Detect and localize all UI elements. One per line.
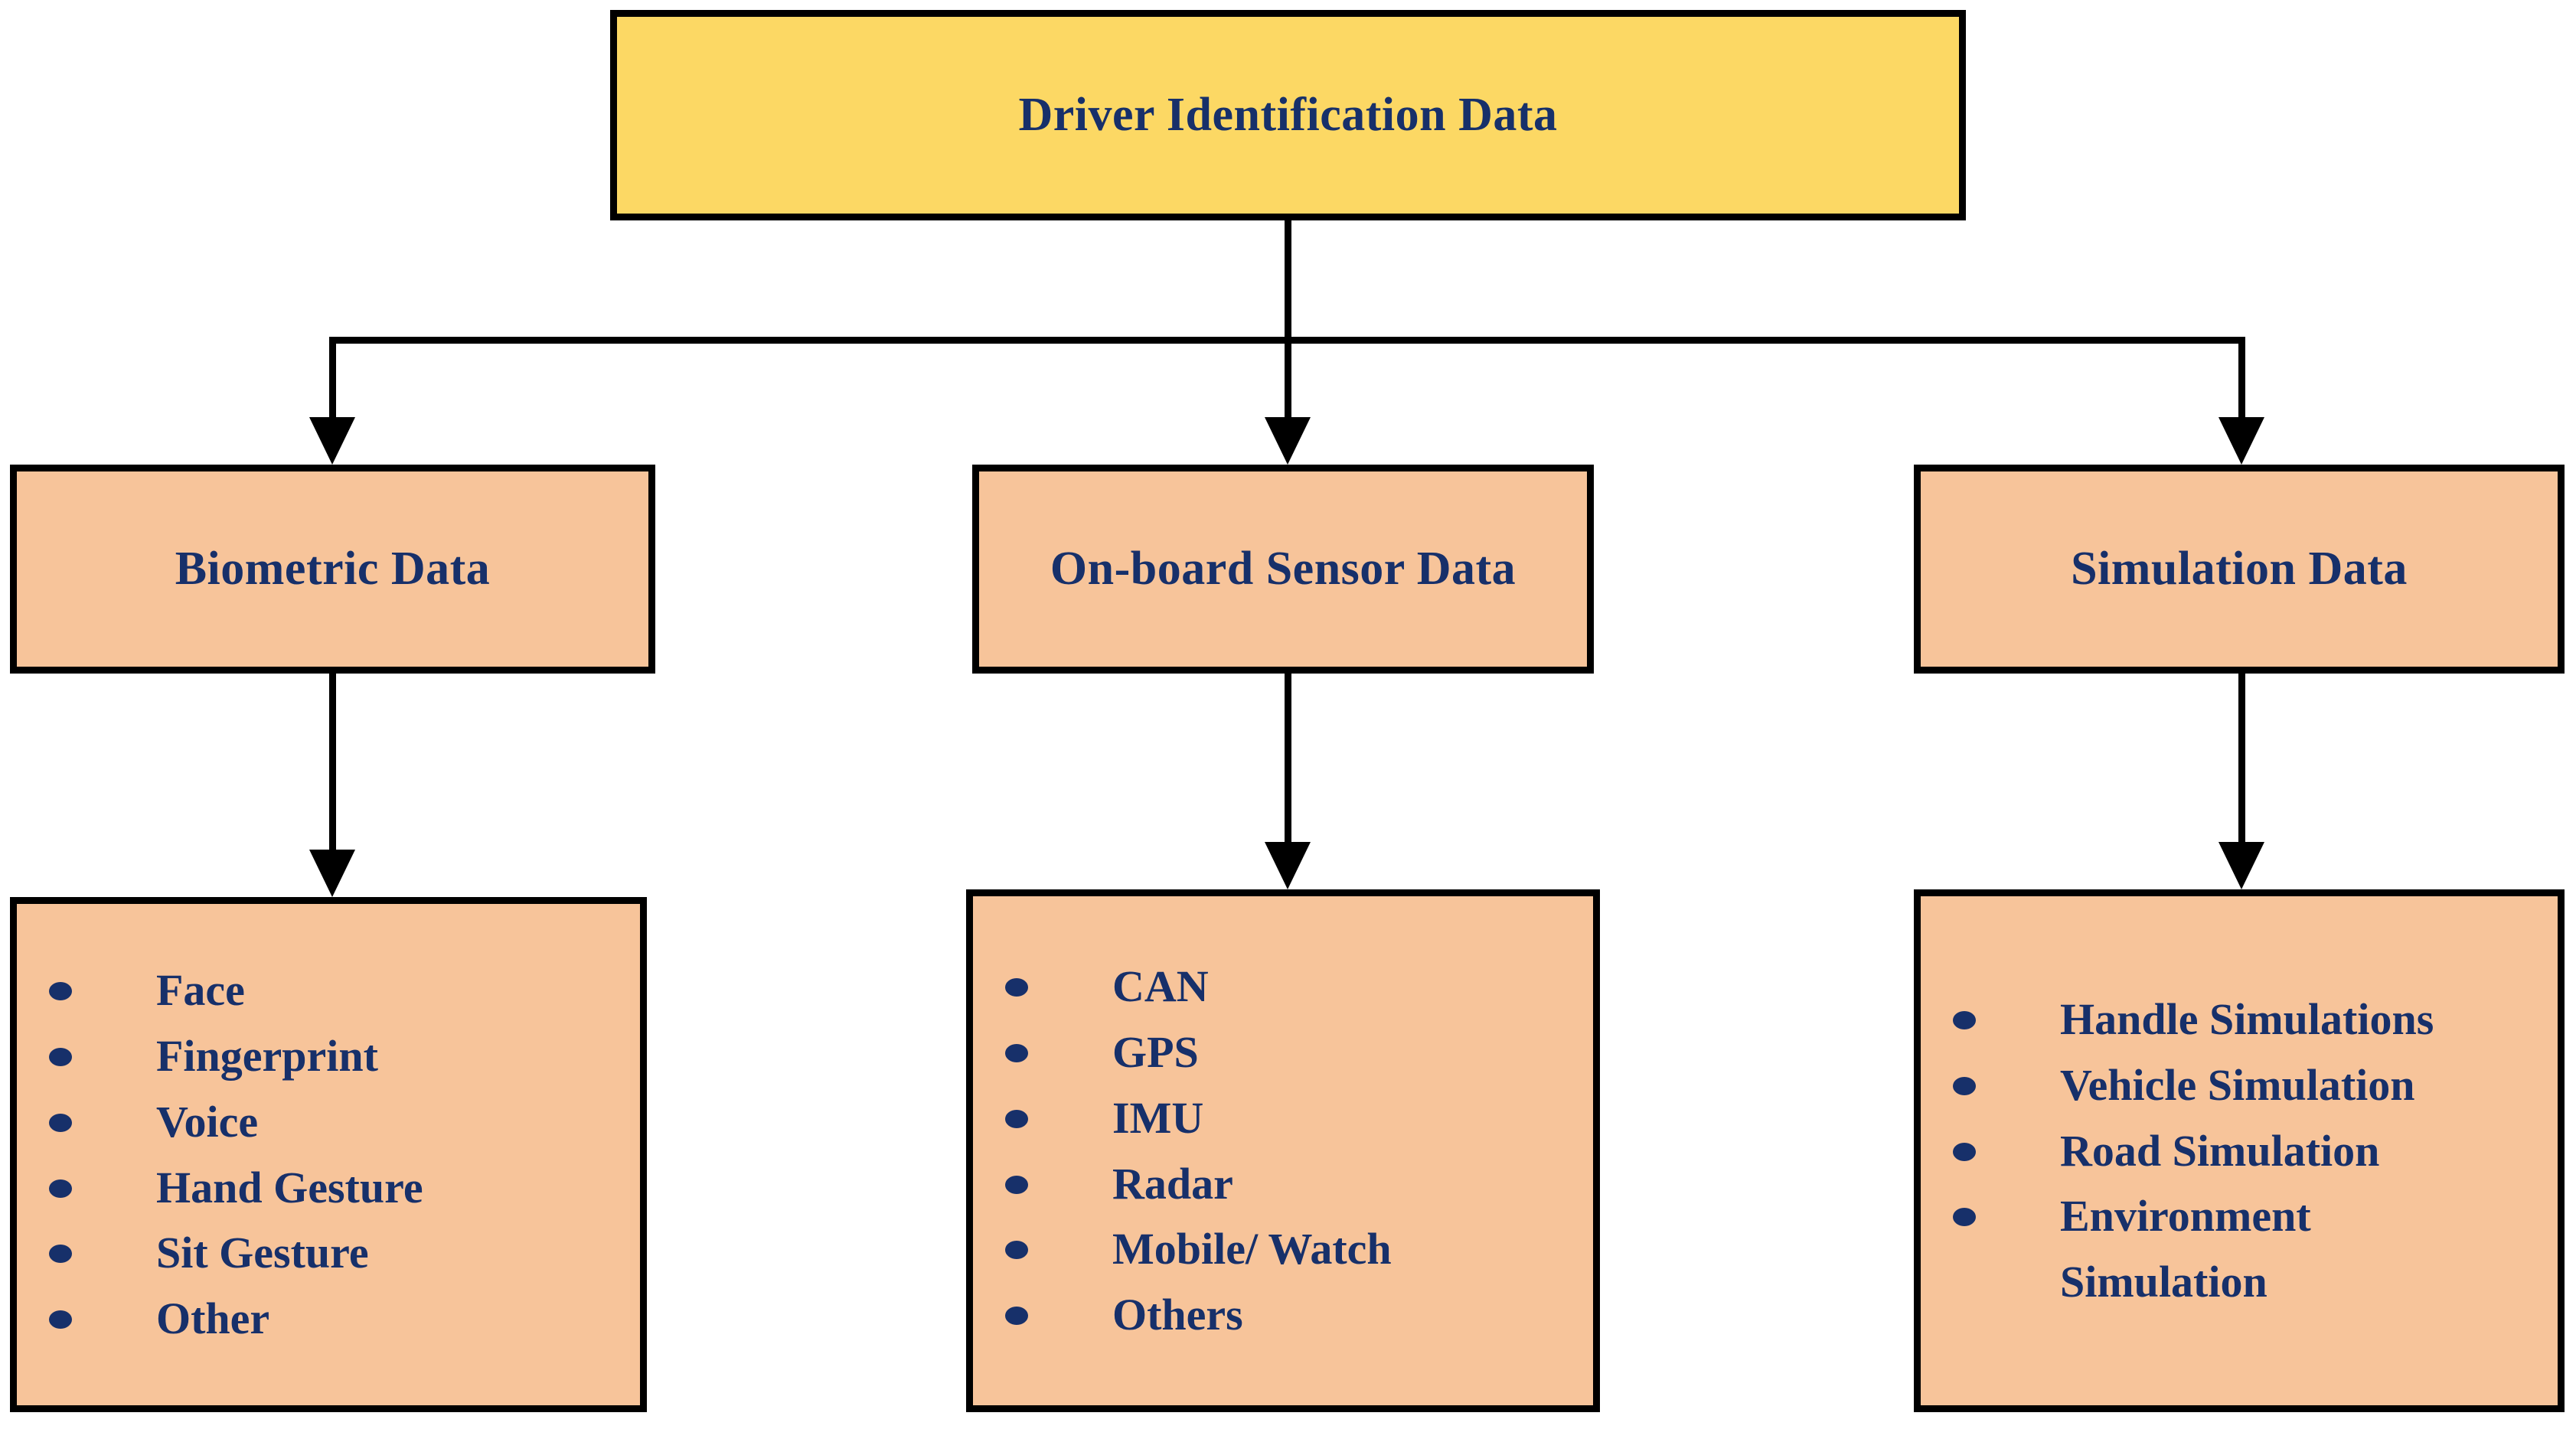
list-item[interactable]: Vehicle Simulation: [1921, 1052, 2542, 1118]
leaf-node-biometric-items[interactable]: Face Fingerprint Voice Hand Gesture Sit …: [10, 897, 647, 1412]
connector-root-to-simulation: [2238, 337, 2245, 421]
branch-node-label-onboard-sensor: On-board Sensor Data: [1050, 543, 1517, 595]
bullet-icon: [49, 1113, 72, 1132]
list-item-label: IMU: [1112, 1092, 1204, 1143]
list-item[interactable]: Hand Gesture: [17, 1155, 625, 1221]
branch-node-biometric-data[interactable]: Biometric Data: [10, 465, 655, 674]
list-item-label: Fingerprint: [156, 1030, 378, 1081]
leaf-node-simulation-items[interactable]: Handle Simulations Vehicle Simulation Ro…: [1914, 889, 2565, 1412]
list-item-label: Road Simulation: [2060, 1125, 2380, 1176]
connector-root-to-onboard-sensor: [1285, 337, 1291, 421]
bullet-icon: [1005, 978, 1028, 997]
list-item-label: Voice: [156, 1096, 259, 1147]
list-item[interactable]: Handle Simulations: [1921, 987, 2542, 1052]
connector-onboard-sensor-to-list: [1285, 674, 1291, 843]
list-item[interactable]: CAN: [973, 954, 1578, 1020]
list-item[interactable]: Voice: [17, 1089, 625, 1155]
list-item[interactable]: Radar: [973, 1151, 1578, 1217]
list-item-label: GPS: [1112, 1026, 1199, 1077]
onboard-sensor-item-list: CAN GPS IMU Radar Mobile/ Watch Others: [973, 954, 1578, 1348]
arrowhead-simulation-to-list-icon: [2218, 842, 2264, 889]
branch-node-onboard-sensor-data[interactable]: On-board Sensor Data: [972, 465, 1594, 674]
bullet-icon: [1005, 1109, 1028, 1128]
arrowhead-root-to-simulation-icon: [2218, 417, 2264, 465]
bullet-icon: [49, 982, 72, 1001]
list-item[interactable]: Fingerprint: [17, 1023, 625, 1089]
simulation-item-list: Handle Simulations Vehicle Simulation Ro…: [1921, 987, 2542, 1315]
bullet-icon: [1005, 1307, 1028, 1326]
bullet-icon: [1953, 1208, 1976, 1227]
list-item[interactable]: Face: [17, 958, 625, 1023]
leaf-node-onboard-sensor-items[interactable]: CAN GPS IMU Radar Mobile/ Watch Others: [966, 889, 1600, 1412]
connector-root-stem: [1285, 220, 1291, 341]
bullet-icon: [1005, 1043, 1028, 1062]
bullet-icon: [1005, 1241, 1028, 1260]
bullet-icon: [49, 1310, 72, 1329]
arrowhead-root-to-onboard-sensor-icon: [1265, 417, 1311, 465]
bullet-icon: [49, 1047, 72, 1066]
list-item-label: Handle Simulations: [2060, 993, 2434, 1044]
branch-node-label-biometric: Biometric Data: [175, 543, 491, 595]
bullet-icon: [1953, 1010, 1976, 1029]
list-item-label: Other: [156, 1294, 270, 1344]
connector-root-to-biometric: [329, 337, 336, 421]
biometric-item-list: Face Fingerprint Voice Hand Gesture Sit …: [17, 958, 625, 1352]
arrowhead-root-to-biometric-icon: [309, 417, 355, 465]
branch-node-label-simulation: Simulation Data: [2071, 543, 2408, 595]
list-item[interactable]: GPS: [973, 1020, 1578, 1085]
list-item-label: Sit Gesture: [156, 1228, 369, 1278]
list-item-label: CAN: [1112, 961, 1209, 1012]
list-item[interactable]: IMU: [973, 1085, 1578, 1151]
list-item-label: Face: [156, 965, 245, 1016]
list-item-label: Vehicle Simulation: [2060, 1059, 2415, 1110]
list-item-label: Environment Simulation: [2060, 1191, 2311, 1307]
root-node-label: Driver Identification Data: [1018, 89, 1558, 142]
list-item-label: Hand Gesture: [156, 1162, 423, 1212]
bullet-icon: [49, 1179, 72, 1198]
bullet-icon: [1953, 1076, 1976, 1095]
branch-node-simulation-data[interactable]: Simulation Data: [1914, 465, 2565, 674]
list-item-label: Radar: [1112, 1158, 1233, 1209]
arrowhead-biometric-to-list-icon: [309, 850, 355, 897]
list-item-label: Mobile/ Watch: [1112, 1224, 1392, 1274]
list-item[interactable]: Environment Simulation: [1921, 1183, 2542, 1315]
list-item[interactable]: Other: [17, 1286, 625, 1352]
bullet-icon: [1953, 1142, 1976, 1161]
arrowhead-onboard-sensor-to-list-icon: [1265, 842, 1311, 889]
root-node-driver-identification-data[interactable]: Driver Identification Data: [610, 10, 1966, 220]
connector-biometric-to-list: [329, 674, 336, 851]
list-item[interactable]: Others: [973, 1282, 1578, 1348]
list-item[interactable]: Mobile/ Watch: [973, 1216, 1578, 1282]
list-item-label: Others: [1112, 1290, 1243, 1340]
bullet-icon: [49, 1245, 72, 1264]
list-item[interactable]: Road Simulation: [1921, 1118, 2542, 1184]
connector-simulation-to-list: [2238, 674, 2245, 843]
list-item[interactable]: Sit Gesture: [17, 1220, 625, 1286]
bullet-icon: [1005, 1175, 1028, 1194]
